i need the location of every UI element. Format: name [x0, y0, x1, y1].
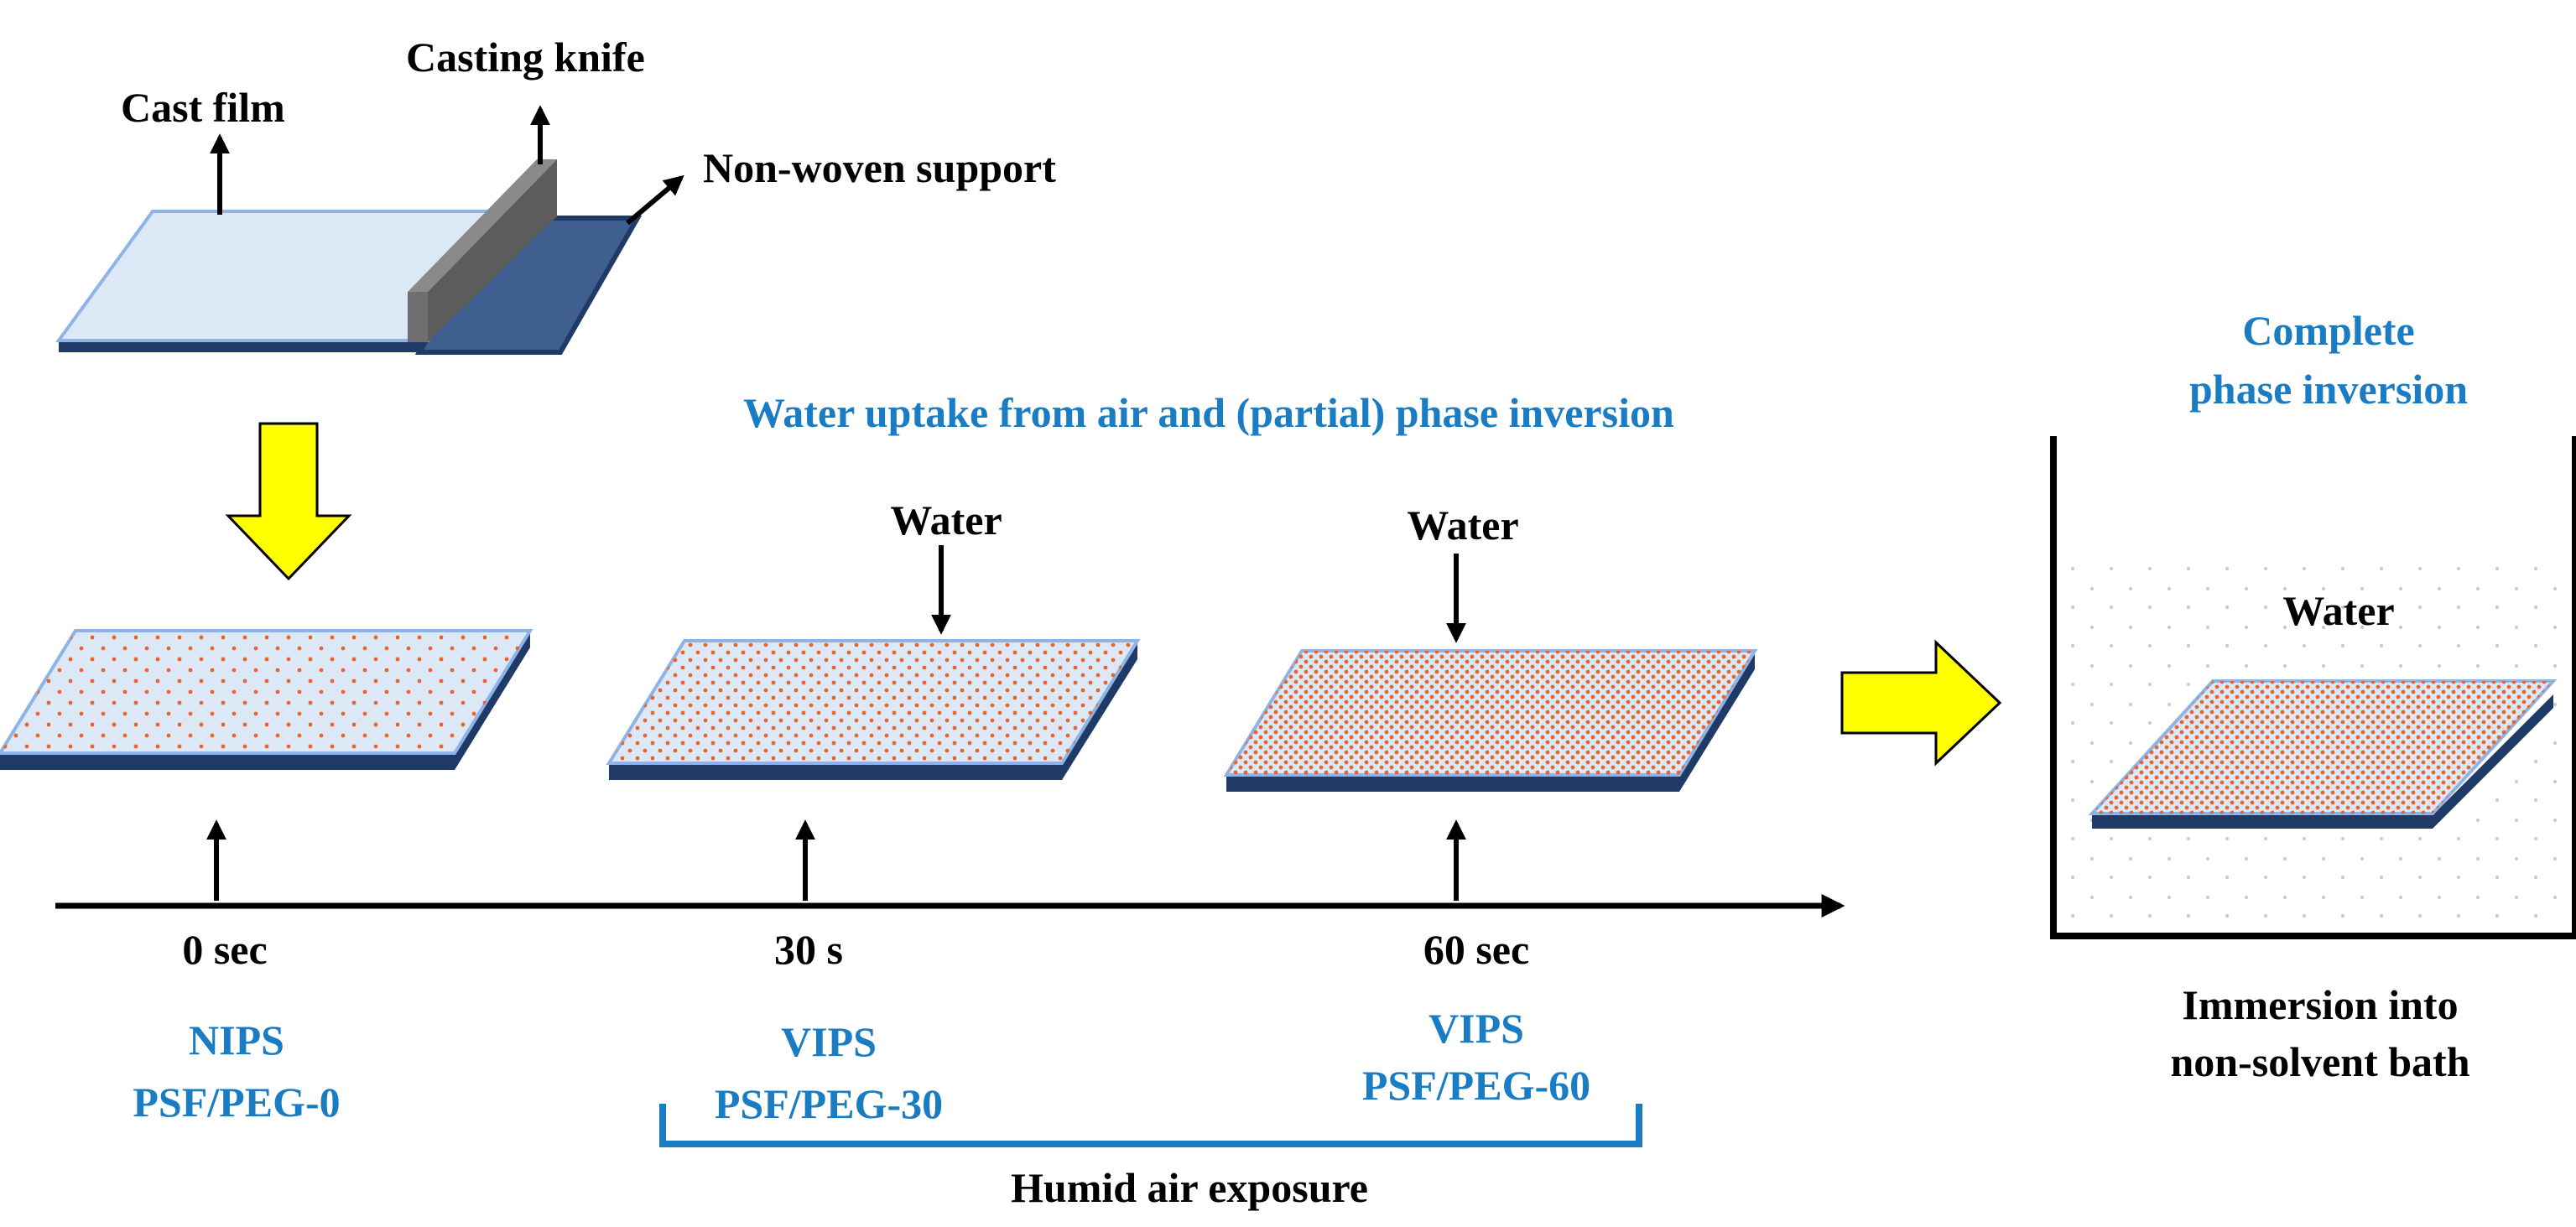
water-bath-label: Water	[2282, 587, 2395, 634]
humid-air-bracket	[659, 1104, 1642, 1147]
water-uptake-label: Water uptake from air and (partial) phas…	[743, 389, 1674, 436]
time-label-60: 60 sec	[1423, 926, 1530, 973]
vips-60-label: VIPS	[1429, 1005, 1524, 1052]
process-down-arrow	[225, 422, 352, 581]
psf-peg-0-label: PSF/PEG-0	[133, 1079, 341, 1126]
complete-phase-inversion-line2: phase inversion	[2188, 366, 2469, 413]
psf-peg-30-label: PSF/PEG-30	[714, 1080, 944, 1127]
water-label-30: Water	[890, 497, 1002, 543]
psf-peg-60-label: PSF/PEG-60	[1361, 1062, 1591, 1109]
casting-setup	[55, 105, 684, 355]
casting-knife-blade	[408, 292, 428, 342]
non-woven-support-label: Non-woven support	[703, 144, 1056, 191]
time-label-30: 30 s	[774, 926, 843, 973]
film-30-sec	[606, 639, 1141, 780]
immersion-line1: Immersion into	[2182, 981, 2459, 1028]
time-label-0: 0 sec	[182, 926, 268, 973]
process-right-arrow	[1840, 639, 2002, 767]
film-60-sec	[1223, 649, 1758, 792]
bath-container	[2050, 436, 2576, 939]
immersion-line2: non-solvent bath	[2170, 1038, 2470, 1085]
complete-phase-inversion-line1: Complete	[2242, 307, 2415, 354]
humid-air-exposure-label: Humid air exposure	[1011, 1164, 1368, 1211]
non-woven-arrow	[626, 174, 684, 226]
casting-knife-label: Casting knife	[406, 34, 645, 81]
nips-label: NIPS	[189, 1016, 284, 1063]
cast-film-label: Cast film	[121, 84, 285, 131]
vips-30-label: VIPS	[781, 1018, 877, 1065]
water-label-60: Water	[1407, 502, 1519, 549]
film-0-sec	[0, 629, 533, 770]
immersion-bath	[2050, 436, 2576, 939]
